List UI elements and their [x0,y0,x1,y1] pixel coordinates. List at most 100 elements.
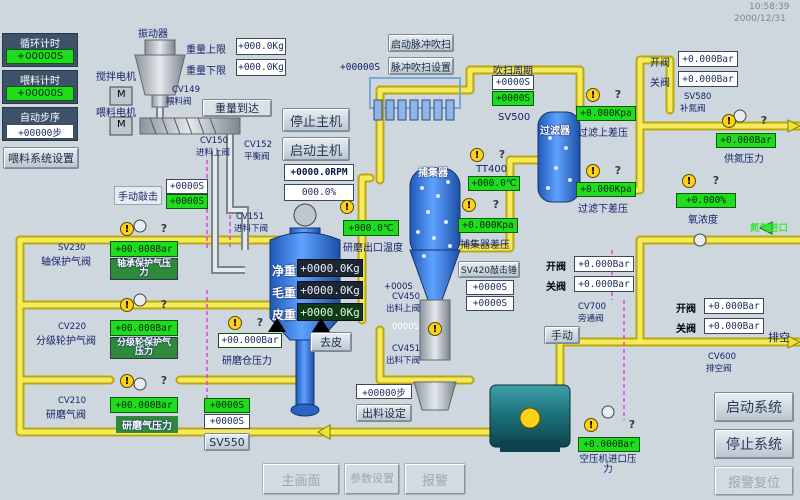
classifier-pressure-label: 分级轮保护气压力 [116,338,171,357]
percent-value: 000.0% [284,184,354,201]
cv451-label: CV451 [392,344,420,354]
load-cell-left [268,318,286,332]
mill-pressure-help-icon[interactable]: ? [256,315,264,329]
outlet-temp-warning-icon: ! [340,200,354,214]
nav-params[interactable]: 参数设置 [344,463,400,495]
mill-pressure-warning-icon: ! [228,316,242,330]
cv600-label: CV600 [708,352,736,362]
rm-close-value: +0.000Bar [574,276,634,292]
cv150-label: CV150 [200,136,228,146]
motor-letter-2: M [117,119,126,130]
sv500-label: SV500 [498,112,531,123]
net-weight-label: 净重 [272,264,297,278]
rm-open2-value: +0.000Bar [704,298,764,314]
classifier-pressure-label-box [110,337,178,359]
clock-date: 2000/12/31 [734,14,786,24]
tare-weight-value: +0000.0Kg [297,303,363,321]
sv420-value-1: +0000S [466,280,514,295]
cv450-warning-icon: ! [428,322,442,336]
motor-letter-1: M [117,89,126,100]
nitrogen-inlet-label: 氮气进口 [750,223,789,234]
cv151-sub: 进料下阀 [234,224,269,234]
stop-host-button[interactable]: 停止主机 [282,108,350,132]
filter-lower-diff-label: 过滤下差压 [578,204,628,215]
rm-close2-label: 关阀 [676,324,696,335]
bearing-pressure-label: 轴承保护气压力 [116,259,171,278]
mill-pressure-value: +00.000Bar [218,333,282,348]
cv149-sub: 喂料阀 [166,97,192,107]
pulse-value: +00000S [340,62,381,73]
cv220-label: CV220 [58,322,86,332]
mill-gas-pressure-value: +00.000Bar [110,397,178,413]
start-system-button[interactable]: 启动系统 [714,392,794,422]
filter-lower-diff-value: +0.000Kpa [576,182,636,197]
compressor-inlet-label: 空压机进口压力 [579,454,637,475]
pulse-settings-button[interactable]: 脉冲吹扫设置 [388,57,454,75]
nav-alarm[interactable]: 报警 [404,463,466,495]
stop-system-button[interactable]: 停止系统 [714,429,794,459]
collector-label: 捕集器 [418,168,448,179]
auto-step-label: 自动步序 [20,113,60,124]
supply-help-icon[interactable]: ? [760,113,768,127]
gross-weight-value: +0000.0Kg [297,281,363,299]
filter-lower-help-icon[interactable]: ? [614,163,622,177]
supply-warning-icon: ! [722,114,736,128]
knock-value-2: +0000S [166,194,208,209]
manual-knock-label: 手动敲击 [114,186,162,205]
manual-bypass-button[interactable]: 手动 [544,326,580,344]
weight-upper-label: 重量上限 [186,45,226,56]
blow-cycle-value-1: +0000S [492,75,534,90]
collector-diff-help-icon[interactable]: ? [492,197,500,211]
cv152-label: CV152 [244,140,272,150]
rt-open-label: 开阀 [650,58,670,69]
mill-gas-warning-icon: ! [120,374,134,388]
feed-timer-value: +00000S [6,86,74,101]
load-cell-right [312,318,330,332]
bearing-help-icon[interactable]: ? [160,221,168,235]
discharge-steps-value: +00000步 [356,384,412,399]
feed-settings-button[interactable]: 喂料系统设置 [3,147,79,169]
classifier-help-icon[interactable]: ? [160,297,168,311]
discharge-settings-button[interactable]: 出料设定 [356,404,412,422]
sv550-button[interactable]: SV550 [204,433,250,451]
weight-lower-value: +000.0Kg [236,59,286,76]
cv150-sub: 进料上阀 [196,148,231,158]
cycle-timer-label: 循环计时 [20,39,60,50]
cv149-label: CV149 [172,85,200,95]
bearing-warning-icon: ! [120,222,134,236]
filter-upper-help-icon[interactable]: ? [614,87,622,101]
compressor-help-icon[interactable]: ? [628,417,636,431]
rt-close-value: +0.000Bar [678,71,738,87]
mill-pressure-label: 研磨仓压力 [222,356,272,367]
blow-cycle-label: 吹扫周期 [493,66,533,77]
start-host-button[interactable]: 启动主机 [282,137,350,161]
feed-motor-label: 喂料电机 [96,108,136,119]
sv230-label: SV230 [58,243,86,253]
weight-upper-value: +000.0Kg [236,38,286,55]
compressor-warning-icon: ! [584,418,598,432]
nav-main-screen[interactable]: 主画面 [262,463,340,495]
sv420-button[interactable]: SV420敲击锤 [458,261,520,278]
cv450-label: CV450 [392,292,420,302]
cv700-label: CV700 [578,302,606,312]
tt400-help-icon[interactable]: ? [498,147,506,161]
cv151-label: CV151 [236,212,264,222]
rm-open2-label: 开阀 [676,304,696,315]
cv152-sub: 平衡阀 [244,152,270,162]
rm-close2-value: +0.000Bar [704,318,764,334]
rpm-value: +0000.0RPM [284,164,354,181]
filter-upper-warning-icon: ! [586,88,600,102]
alarm-reset-button[interactable]: 报警复位 [714,466,794,496]
outlet-temp-value: +000.0℃ [343,220,399,236]
oxygen-help-icon[interactable]: ? [712,173,720,187]
cycle-timer-value: +00000S [6,49,74,64]
filter-label: 过滤器 [540,126,570,137]
rm-close-label: 关阀 [546,282,566,293]
start-pulse-button[interactable]: 启动脉冲吹扫 [388,34,454,52]
oxygen-warning-icon: ! [682,174,696,188]
mill-gas-help-icon[interactable]: ? [160,373,168,387]
oxygen-label: 氧浓度 [688,215,718,226]
classifier-pressure-value: +00.000Bar [110,320,178,336]
classifier-warning-icon: ! [120,298,134,312]
tare-button[interactable]: 去皮 [310,332,352,352]
